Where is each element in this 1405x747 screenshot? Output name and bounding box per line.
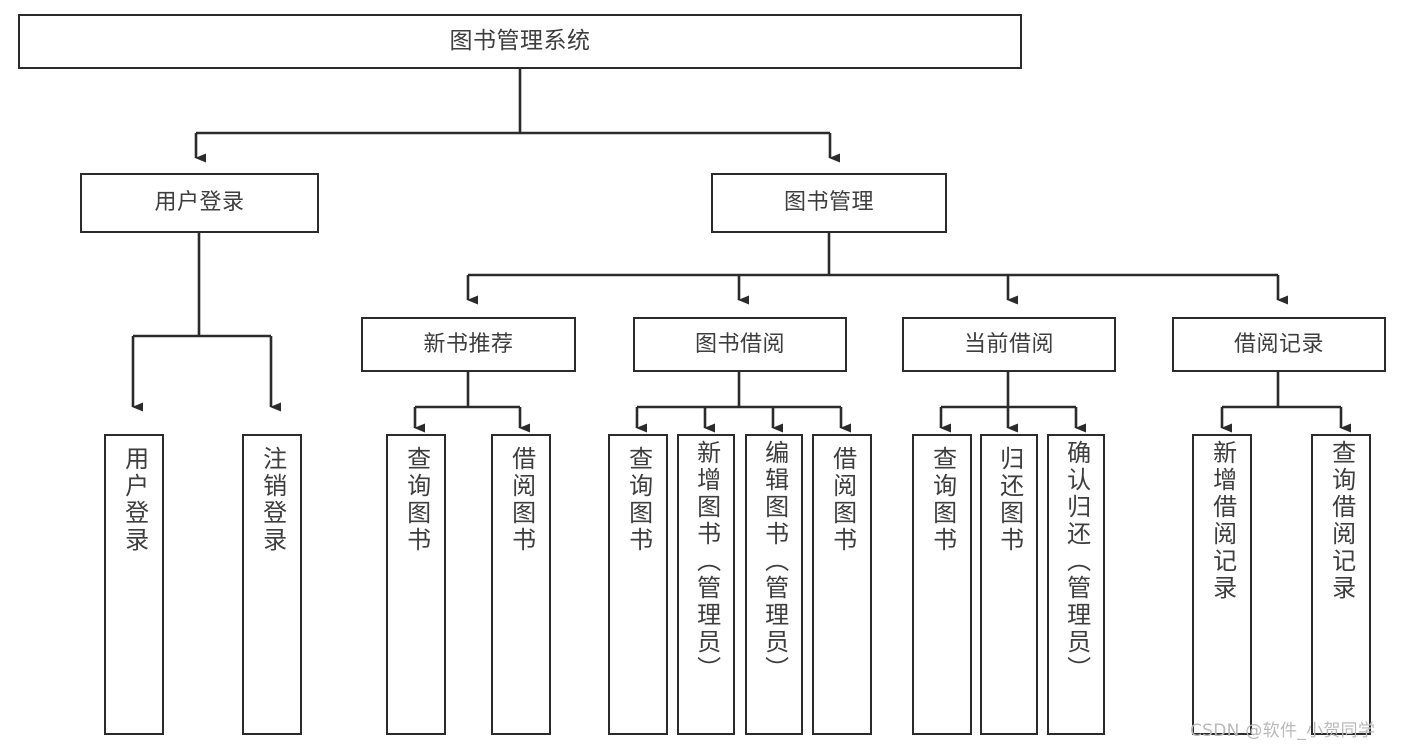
node-leaf-borrow-book-1[interactable]: 借阅图书 xyxy=(491,434,551,735)
node-leaf-query-book-3-label: 查询图书 xyxy=(928,446,957,554)
node-root[interactable]: 图书管理系统 xyxy=(18,14,1022,69)
node-book-manage[interactable]: 图书管理 xyxy=(711,173,947,233)
node-leaf-query-book-1-label: 查询图书 xyxy=(402,446,431,554)
node-book-borrow[interactable]: 图书借阅 xyxy=(633,317,847,372)
node-leaf-query-book-3[interactable]: 查询图书 xyxy=(912,434,972,735)
node-leaf-query-record-label: 查询借阅记录 xyxy=(1327,440,1356,602)
node-leaf-return-book[interactable]: 归还图书 xyxy=(980,434,1038,735)
node-leaf-user-logout[interactable]: 注销登录 xyxy=(242,434,302,735)
node-current-borrow-label: 当前借阅 xyxy=(963,331,1054,357)
node-root-label: 图书管理系统 xyxy=(449,27,591,54)
node-leaf-confirm-return-label: 确认归还（管理员） xyxy=(1062,440,1091,683)
node-borrow-record-label: 借阅记录 xyxy=(1233,331,1324,357)
node-borrow-record[interactable]: 借阅记录 xyxy=(1172,317,1386,372)
node-leaf-user-login[interactable]: 用户登录 xyxy=(104,434,164,735)
node-leaf-add-record[interactable]: 新增借阅记录 xyxy=(1192,434,1252,735)
node-leaf-user-logout-label: 注销登录 xyxy=(258,446,287,554)
node-leaf-query-book-2[interactable]: 查询图书 xyxy=(608,434,668,735)
node-user-login-label: 用户登录 xyxy=(154,190,245,216)
node-leaf-query-book-1[interactable]: 查询图书 xyxy=(386,434,446,735)
node-leaf-edit-book-label: 编辑图书（管理员） xyxy=(760,440,789,683)
node-new-book-rec[interactable]: 新书推荐 xyxy=(361,317,576,372)
node-leaf-borrow-book-2[interactable]: 借阅图书 xyxy=(812,434,872,735)
node-leaf-add-record-label: 新增借阅记录 xyxy=(1208,440,1237,602)
node-user-login[interactable]: 用户登录 xyxy=(80,173,319,233)
node-leaf-confirm-return[interactable]: 确认归还（管理员） xyxy=(1047,434,1105,735)
node-book-borrow-label: 图书借阅 xyxy=(694,331,785,357)
node-leaf-user-login-label: 用户登录 xyxy=(120,446,149,554)
node-leaf-query-record[interactable]: 查询借阅记录 xyxy=(1311,434,1371,735)
node-current-borrow[interactable]: 当前借阅 xyxy=(902,317,1116,372)
node-leaf-add-book[interactable]: 新增图书（管理员） xyxy=(677,434,735,735)
csdn-watermark: CSDN @软件_小贺同学 xyxy=(1190,721,1376,741)
node-leaf-add-book-label: 新增图书（管理员） xyxy=(692,440,721,683)
node-leaf-query-book-2-label: 查询图书 xyxy=(624,446,653,554)
node-new-book-rec-label: 新书推荐 xyxy=(423,331,514,357)
node-leaf-return-book-label: 归还图书 xyxy=(995,446,1024,554)
node-leaf-borrow-book-2-label: 借阅图书 xyxy=(828,446,857,554)
node-leaf-borrow-book-1-label: 借阅图书 xyxy=(507,446,536,554)
node-book-manage-label: 图书管理 xyxy=(783,190,874,216)
node-leaf-edit-book[interactable]: 编辑图书（管理员） xyxy=(745,434,803,735)
